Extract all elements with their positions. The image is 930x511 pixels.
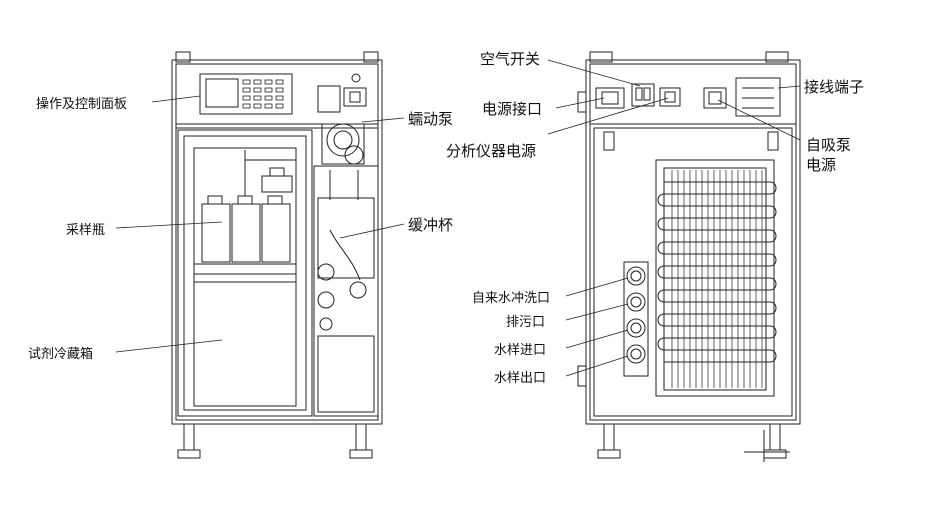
leader-lines [115, 59, 801, 377]
label-sample-outlet: 水样出口 [494, 371, 546, 386]
label-analyzer-power: 分析仪器电源 [446, 142, 536, 160]
back-cabinet [577, 51, 801, 425]
back-top-components [595, 77, 781, 117]
label-buffer-cup: 缓冲杯 [408, 216, 453, 234]
front-legs [177, 423, 373, 459]
label-power-port: 电源接口 [482, 100, 542, 118]
label-self-priming-pump: 自吸泵 [806, 136, 851, 154]
control-panel-drawing [199, 73, 293, 115]
label-drain-port: 排污口 [506, 315, 545, 330]
keypad [242, 79, 284, 109]
label-control-panel: 操作及控制面板 [36, 96, 127, 112]
label-peristaltic-pump: 蠕动泵 [408, 110, 453, 128]
buffer-column [313, 165, 379, 417]
water-ports [623, 261, 649, 377]
label-self-priming-pump-power: 电源 [806, 156, 836, 174]
label-reagent-fridge: 试剂冷藏箱 [28, 346, 93, 362]
sample-bottles [201, 150, 296, 263]
label-air-switch: 空气开关 [480, 50, 540, 68]
labels: 操作及控制面板 蠕动泵 采样瓶 缓冲杯 试剂冷藏箱 空气开关 电源接口 分析仪器… [28, 50, 864, 386]
label-terminal-block: 接线端子 [804, 78, 864, 96]
label-flush-port: 自来水冲洗口 [472, 291, 550, 306]
fridge-door [177, 129, 313, 417]
label-sample-inlet: 水样进口 [494, 343, 546, 358]
label-sample-bottle: 采样瓶 [66, 223, 105, 238]
back-legs [597, 423, 790, 462]
condenser-coil [655, 159, 777, 397]
pump-drawing [317, 73, 367, 165]
